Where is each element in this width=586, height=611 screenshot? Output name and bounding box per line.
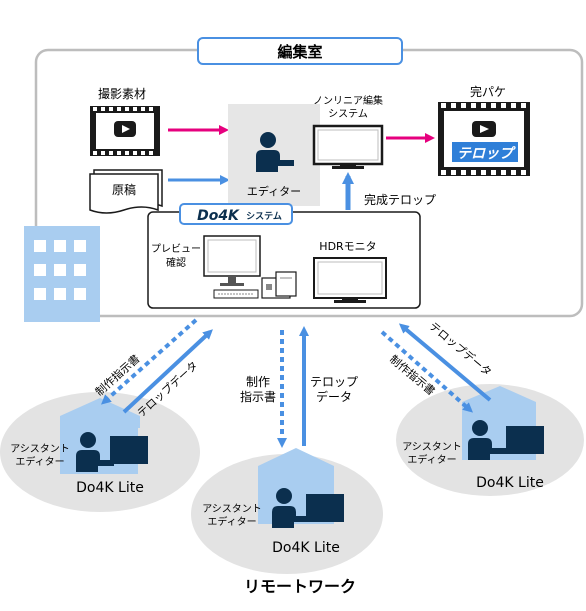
telop-data-left-arrow (122, 329, 213, 414)
manuscript-label: 原稿 (112, 182, 136, 197)
assistant-left-role-line1: アシスタント (10, 443, 70, 455)
finished-telop-label: 完成テロップ (364, 192, 436, 207)
telop-data-center-label-line1: テロップ (310, 375, 358, 389)
assistant-right-monitor-icon (506, 426, 544, 454)
assistant-right-role-line2: エディター (407, 453, 456, 466)
output-telop-text: テロップ (457, 146, 516, 162)
pc-unit-icon (261, 271, 297, 299)
manuscript-icon (89, 169, 163, 214)
output-film-icon (438, 102, 530, 176)
instructions-center-label-line1: 制作 (246, 375, 270, 389)
assistant-left-product: Do4K Lite (76, 480, 144, 496)
telop-data-center-label-line2: データ (316, 389, 352, 404)
footage-label: 撮影素材 (98, 87, 146, 101)
instructions-right-arrow (380, 330, 473, 413)
do4k-logo: Do4K (197, 208, 240, 224)
instructions-left-arrow (101, 318, 198, 405)
nle-label-line2: システム (328, 108, 368, 120)
output-label: 完パケ (470, 84, 506, 99)
film-strip-icon (90, 106, 160, 156)
preview-label-line2: 確認 (166, 256, 186, 269)
footer-label: リモートワーク (244, 577, 356, 596)
assistant-left-role-line2: エディター (15, 455, 64, 468)
preview-monitor-icon (203, 235, 261, 286)
preview-label-line1: プレビュー (151, 243, 201, 255)
keyboard-icon (213, 289, 259, 299)
page-title: 編集室 (277, 43, 322, 61)
assistant-center-role-line1: アシスタント (202, 503, 262, 515)
assistant-center-product: Do4K Lite (272, 540, 340, 556)
do4k-logo-badge (179, 203, 293, 225)
assistant-right-role-line1: アシスタント (402, 441, 462, 453)
title-box (197, 37, 403, 65)
assistant-left-monitor-icon (110, 436, 148, 464)
nle-label-line1: ノンリニア編集 (313, 94, 383, 107)
do4k-suffix: システム (246, 211, 282, 222)
assistant-center-role-line2: エディター (207, 515, 256, 528)
nle-monitor-icon (312, 124, 384, 169)
hdr-monitor-label: HDRモニタ (319, 240, 376, 253)
editor-label: エディター (247, 184, 301, 198)
assistant-right-product: Do4K Lite (476, 475, 544, 491)
building-icon (24, 226, 100, 322)
instructions-center-label-line2: 指示書 (240, 389, 276, 404)
hdr-monitor-icon (313, 257, 387, 303)
telop-data-right-arrow (398, 323, 492, 402)
telop-data-right-label: テロップデータ (427, 319, 495, 379)
assistant-center-monitor-icon (306, 494, 344, 522)
